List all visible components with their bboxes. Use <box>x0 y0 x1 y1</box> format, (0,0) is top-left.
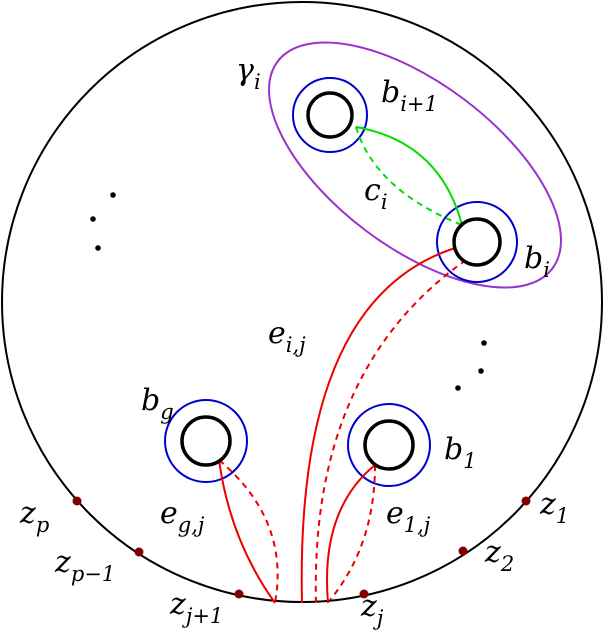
label-e-i-j: ei,j <box>268 316 306 357</box>
label-e-1-j: e1,j <box>386 496 431 537</box>
label-b-i-plus-1: bi+1 <box>381 75 438 116</box>
label-e-g-j: eg,j <box>160 496 205 537</box>
marked-point-z-j <box>359 589 369 599</box>
e-1-j-solid-arc <box>326 464 376 604</box>
label-z-j: zj <box>360 589 384 630</box>
e-g-j-dashed-arc <box>218 459 279 604</box>
ring-b-i-plus-1 <box>292 77 368 153</box>
label-c-i: ci <box>364 173 388 214</box>
marked-point-z-1 <box>521 496 531 506</box>
label-b-i: bi <box>524 241 550 282</box>
label-b-1: b1 <box>444 432 477 473</box>
label-z-j-plus-1: zj+1 <box>169 587 223 628</box>
marked-point-z-2 <box>458 546 468 556</box>
e-1-j-dashed-arc <box>329 464 376 601</box>
e-g-j-solid-arc <box>218 459 276 604</box>
ring-b-i <box>436 201 518 283</box>
label-b-g: bg <box>141 383 174 424</box>
boundary-b-i-plus-1 <box>306 91 354 139</box>
label-gamma-i: γi <box>236 53 261 94</box>
c-i-solid-arc-end <box>355 126 365 129</box>
ring-b-1 <box>347 403 431 487</box>
marked-point-z-p <box>72 496 82 506</box>
ellipsis-dots-right <box>455 340 487 391</box>
marked-point-z-j-plus-1 <box>234 589 244 599</box>
e-i-j-solid-arc <box>300 247 456 604</box>
gamma-i-curve <box>268 41 562 289</box>
label-z-p-minus-1: zp−1 <box>54 545 115 586</box>
marked-point-z-p-minus-1 <box>134 547 144 557</box>
ellipsis-dots-left <box>90 192 116 251</box>
c-i-solid-arc <box>355 126 463 226</box>
boundary-b-g <box>180 415 232 467</box>
boundary-b-i <box>452 217 502 267</box>
label-z-2: z2 <box>484 535 514 576</box>
e-i-j-dashed-arc <box>314 259 467 604</box>
label-z-p: zp <box>19 496 49 537</box>
boundary-b-1 <box>363 419 415 471</box>
ring-b-g <box>164 399 248 483</box>
label-z-1: z1 <box>539 487 569 528</box>
c-i-dashed-arc <box>355 126 463 226</box>
